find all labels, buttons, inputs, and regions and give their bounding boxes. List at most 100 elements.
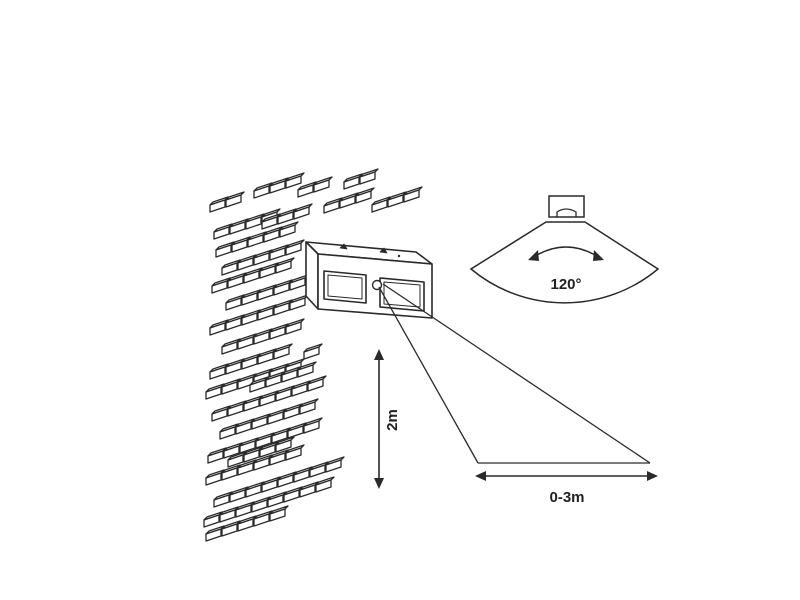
brick (323, 197, 343, 214)
brick (253, 182, 273, 199)
brick (343, 173, 363, 190)
brick (205, 525, 225, 542)
brick (227, 451, 247, 468)
brick (297, 361, 317, 378)
height-label: 2m (384, 409, 401, 431)
brick (221, 378, 241, 395)
brick (253, 510, 273, 527)
brick (251, 496, 271, 513)
brick (339, 192, 359, 209)
brick (293, 203, 313, 220)
brick (213, 223, 233, 240)
brick (243, 446, 263, 463)
brick (403, 186, 423, 203)
brick (299, 398, 319, 415)
brick (285, 318, 305, 335)
brick (269, 177, 289, 194)
brick (209, 319, 229, 336)
brick (371, 196, 391, 213)
brick (283, 403, 303, 420)
brick (207, 447, 227, 464)
solar-panel-right (379, 277, 425, 312)
brick (269, 449, 289, 466)
brick (225, 294, 245, 311)
brick (215, 241, 235, 258)
brick (359, 168, 379, 185)
brick-wall (203, 168, 423, 542)
angle-label: 120° (550, 276, 581, 293)
brick (227, 400, 247, 417)
sensor-box-icon (548, 195, 585, 218)
brick (325, 456, 345, 473)
brick (259, 262, 279, 279)
brick (273, 343, 293, 360)
brick (237, 515, 257, 532)
sensor-dome-icon (556, 208, 577, 217)
brick (257, 348, 277, 365)
brick (253, 328, 273, 345)
solar-light-fixture (305, 241, 433, 319)
brick (211, 405, 231, 422)
angle-diagram (469, 195, 660, 304)
brick (303, 343, 323, 360)
brick (285, 172, 305, 189)
brick (235, 418, 255, 435)
brick (219, 423, 239, 440)
brick (253, 249, 273, 266)
brick (221, 464, 241, 481)
brick (275, 257, 295, 274)
brick (259, 441, 279, 458)
brick (245, 213, 265, 230)
brick (243, 267, 263, 284)
brick (315, 476, 335, 493)
brick (277, 471, 297, 488)
brick (239, 437, 259, 454)
brick (203, 511, 223, 528)
brick (269, 323, 289, 340)
brick (283, 486, 303, 503)
brick (221, 338, 241, 355)
brick (231, 236, 251, 253)
brick (293, 466, 313, 483)
brick (303, 417, 323, 434)
fixture-side-face (305, 241, 319, 310)
brick (237, 254, 257, 271)
brick (291, 380, 311, 397)
brick (245, 481, 265, 498)
brick (309, 461, 329, 478)
angle-arrowheads (528, 250, 604, 261)
brick (297, 181, 317, 198)
brick (267, 408, 287, 425)
brick (387, 191, 407, 208)
brick (285, 444, 305, 461)
brick (289, 294, 309, 311)
top-mark-left (339, 243, 348, 250)
brick (279, 221, 299, 238)
range-arrow (475, 471, 658, 481)
detection-sector (469, 221, 660, 304)
brick (265, 371, 285, 388)
brick (287, 422, 307, 439)
brick (229, 218, 249, 235)
top-mark-right (379, 247, 388, 254)
brick (313, 176, 333, 193)
brick (275, 436, 295, 453)
brick (257, 284, 277, 301)
brick (269, 505, 289, 522)
solar-panel-left (323, 270, 367, 304)
brick (299, 481, 319, 498)
brick (219, 506, 239, 523)
solar-panel-left-inner (327, 274, 363, 300)
height-arrow (374, 349, 384, 489)
brick (223, 442, 243, 459)
brick (237, 333, 257, 350)
brick (271, 427, 291, 444)
brick (237, 459, 257, 476)
brick (273, 279, 293, 296)
brick (249, 376, 269, 393)
brick (263, 226, 283, 243)
brick (209, 196, 229, 213)
brick (255, 432, 275, 449)
brick (209, 363, 229, 380)
